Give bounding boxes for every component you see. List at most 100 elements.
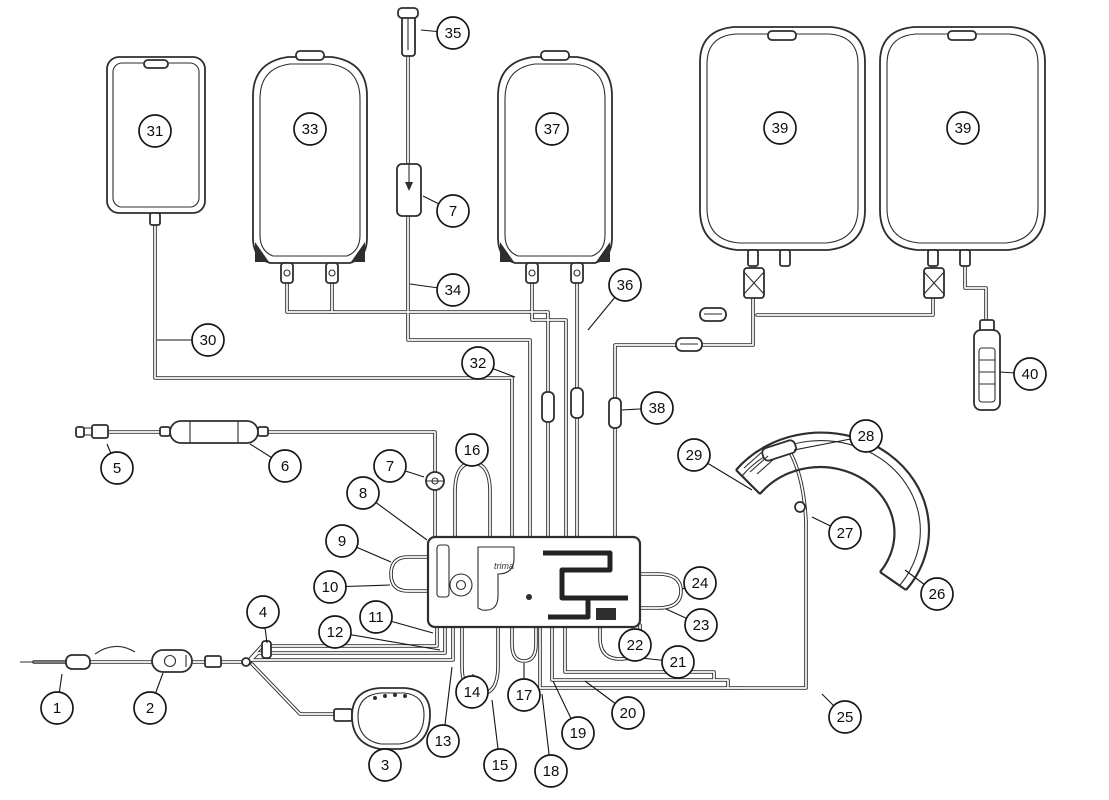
callout-34: 34 <box>409 273 470 307</box>
callout-14: 14 <box>455 673 489 709</box>
svg-text:37: 37 <box>544 121 561 138</box>
callout-9: 9 <box>325 524 392 563</box>
svg-text:33: 33 <box>302 121 319 138</box>
svg-text:35: 35 <box>445 25 462 42</box>
check-valve-7 <box>425 471 445 491</box>
svg-text:29: 29 <box>686 447 703 464</box>
callout-32: 32 <box>461 346 516 380</box>
callout-37: 37 <box>535 112 569 146</box>
svg-text:7: 7 <box>386 458 394 475</box>
svg-text:31: 31 <box>147 123 164 140</box>
drip-chamber-7 <box>396 163 422 217</box>
svg-text:18: 18 <box>543 763 560 780</box>
svg-text:27: 27 <box>837 525 854 542</box>
needle-hub <box>65 654 91 670</box>
callout-22: 22 <box>618 628 652 662</box>
callout-38: 38 <box>621 391 674 425</box>
svg-text:26: 26 <box>929 586 946 603</box>
svg-text:24: 24 <box>692 575 709 592</box>
callout-10: 10 <box>313 570 391 604</box>
svg-text:34: 34 <box>445 282 462 299</box>
callout-8: 8 <box>346 476 428 541</box>
needle-assembly <box>20 645 251 673</box>
svg-text:30: 30 <box>200 332 217 349</box>
svg-text:8: 8 <box>359 485 367 502</box>
svg-text:12: 12 <box>327 624 344 641</box>
inline-filter-6 <box>159 420 269 444</box>
callout-39-right: 39 <box>946 111 980 145</box>
callout-39-left: 39 <box>763 111 797 145</box>
svg-text:15: 15 <box>492 757 509 774</box>
svg-text:17: 17 <box>516 687 533 704</box>
svg-text:22: 22 <box>627 637 644 654</box>
svg-text:3: 3 <box>381 757 389 774</box>
svg-text:25: 25 <box>837 709 854 726</box>
svg-text:16: 16 <box>464 442 481 459</box>
svg-text:40: 40 <box>1022 366 1039 383</box>
spike-35 <box>397 7 419 57</box>
svg-text:13: 13 <box>435 733 452 750</box>
cassette: trima <box>426 535 642 629</box>
callout-23: 23 <box>665 608 718 642</box>
svg-text:38: 38 <box>649 400 666 417</box>
storage-bag-37 <box>497 50 613 284</box>
y-junction <box>241 657 251 667</box>
svg-text:39: 39 <box>772 120 789 137</box>
svg-text:10: 10 <box>322 579 339 596</box>
callout-24: 24 <box>681 566 717 600</box>
svg-text:7: 7 <box>449 203 457 220</box>
callout-11: 11 <box>359 600 434 634</box>
svg-text:6: 6 <box>281 458 289 475</box>
callouts: 1 2 3 4 5 6 7 7 8 9 10 11 12 13 14 15 16… <box>40 16 1047 788</box>
svg-text:21: 21 <box>670 654 687 671</box>
callout-27: 27 <box>811 516 862 550</box>
callout-17: 17 <box>507 663 541 712</box>
callout-21: 21 <box>640 645 695 679</box>
callout-15: 15 <box>483 699 517 782</box>
svg-text:4: 4 <box>259 604 267 621</box>
sample-holder-40 <box>973 319 1001 411</box>
callout-13: 13 <box>426 666 460 758</box>
callout-29: 29 <box>677 438 753 491</box>
svg-text:11: 11 <box>368 609 384 626</box>
collect-bag-39-left <box>699 26 866 299</box>
callout-4: 4 <box>246 595 280 644</box>
svg-text:28: 28 <box>858 428 875 445</box>
callout-30: 30 <box>157 323 225 357</box>
svg-text:39: 39 <box>955 120 972 137</box>
svg-text:5: 5 <box>113 460 121 477</box>
svg-text:19: 19 <box>570 725 587 742</box>
pressure-sensor <box>449 573 473 597</box>
callout-25: 25 <box>821 693 862 734</box>
callout-12: 12 <box>318 615 441 651</box>
channel-connector-28 <box>743 439 806 513</box>
svg-text:20: 20 <box>620 705 637 722</box>
callout-7-mid: 7 <box>373 449 425 483</box>
svg-text:32: 32 <box>470 355 487 372</box>
frangible-4 <box>261 640 272 659</box>
callout-19: 19 <box>552 680 595 750</box>
callout-26: 26 <box>904 569 954 611</box>
luer-connector-5 <box>75 424 109 439</box>
callout-28: 28 <box>793 419 883 453</box>
callout-16: 16 <box>455 433 489 467</box>
svg-text:2: 2 <box>146 700 154 717</box>
collect-bag-39-right <box>879 26 1046 299</box>
frangible-connectors <box>261 387 622 659</box>
svg-text:36: 36 <box>617 277 634 294</box>
callout-6: 6 <box>249 443 302 483</box>
svg-text:23: 23 <box>693 617 710 634</box>
callout-18: 18 <box>534 693 568 788</box>
callout-5: 5 <box>100 443 134 485</box>
callout-35: 35 <box>420 16 470 50</box>
callout-1: 1 <box>40 673 74 725</box>
callout-40: 40 <box>999 357 1047 391</box>
callout-7-top: 7 <box>422 194 470 228</box>
svg-text:9: 9 <box>338 533 346 550</box>
channel-port-27 <box>794 501 806 513</box>
svg-text:14: 14 <box>464 684 481 701</box>
callout-33: 33 <box>293 112 327 146</box>
svg-text:1: 1 <box>53 700 61 717</box>
